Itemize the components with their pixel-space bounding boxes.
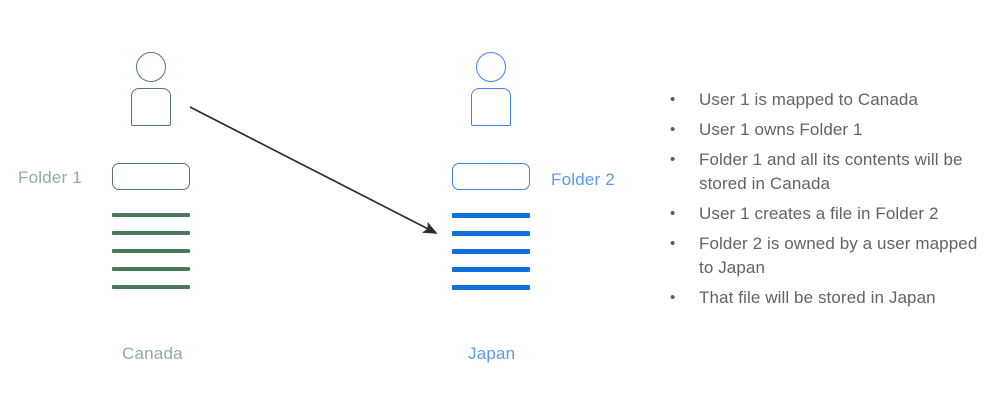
file-line — [112, 231, 190, 235]
file-line — [112, 267, 190, 271]
canada-user-icon — [126, 52, 176, 128]
file-line — [112, 213, 190, 217]
list-item: • That file will be stored in Japan — [665, 286, 995, 310]
japan-file-lines — [452, 213, 530, 290]
list-item-text: That file will be stored in Japan — [699, 288, 936, 307]
file-line — [112, 285, 190, 289]
list-item-text: Folder 1 and all its contents will be st… — [699, 150, 963, 193]
japan-user-icon — [466, 52, 516, 128]
group-japan: Folder 2 Japan — [452, 52, 615, 363]
bullet-icon: • — [670, 235, 676, 252]
file-line — [452, 285, 530, 290]
canada-file-lines — [112, 213, 190, 289]
list-item-text: User 1 owns Folder 1 — [699, 120, 863, 139]
bullet-icon: • — [670, 289, 676, 306]
list-item: • User 1 creates a file in Folder 2 — [665, 202, 995, 226]
japan-region-label: Japan — [468, 344, 516, 363]
person-body-icon — [471, 88, 511, 126]
list-item-text: Folder 2 is owned by a user mapped to Ja… — [699, 234, 978, 277]
list-item-text: User 1 is mapped to Canada — [699, 90, 919, 109]
file-line — [452, 267, 530, 272]
person-body-icon — [131, 88, 171, 126]
bullet-icon: • — [670, 91, 676, 108]
group-canada: Folder 1 Canada — [0, 0, 330, 410]
canada-folder-box-icon — [112, 163, 190, 190]
canada-folder-label: Folder 1 — [18, 168, 82, 187]
file-line — [452, 249, 530, 254]
bullet-icon: • — [670, 121, 676, 138]
list-item: • Folder 2 is owned by a user mapped to … — [665, 232, 995, 280]
bullet-icon: • — [670, 151, 676, 168]
list-item: • Folder 1 and all its contents will be … — [665, 148, 995, 196]
bullet-icon: • — [670, 205, 676, 222]
person-head-icon — [476, 52, 506, 82]
file-line — [452, 231, 530, 236]
list-item: • User 1 owns Folder 1 — [665, 118, 995, 142]
list-item-text: User 1 creates a file in Folder 2 — [699, 204, 939, 223]
notes-list: • User 1 is mapped to Canada • User 1 ow… — [665, 88, 995, 316]
japan-folder-label: Folder 2 — [551, 170, 615, 189]
file-line — [112, 249, 190, 253]
japan-folder-box-icon — [452, 163, 530, 190]
canada-region-label: Canada — [122, 344, 183, 363]
person-head-icon — [136, 52, 166, 82]
list-item: • User 1 is mapped to Canada — [665, 88, 995, 112]
file-line — [452, 213, 530, 218]
